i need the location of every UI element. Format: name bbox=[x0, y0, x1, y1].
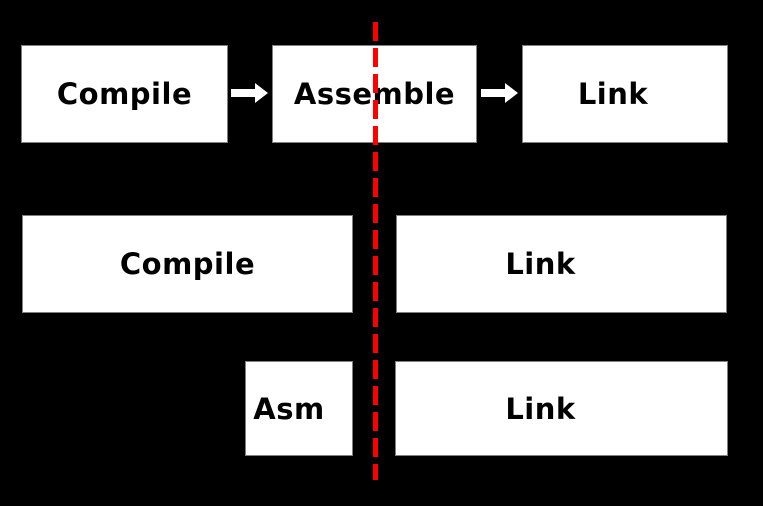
top-compile-box: Compile bbox=[21, 45, 228, 143]
middle-compile-label: Compile bbox=[119, 247, 256, 281]
middle-link-label: Link bbox=[505, 247, 576, 281]
right-arrow-icon bbox=[481, 83, 518, 103]
middle-compile-box: Compile bbox=[22, 215, 353, 313]
middle-link-box: Link bbox=[396, 215, 727, 313]
bottom-link-label: Link bbox=[505, 391, 576, 426]
right-arrow-icon bbox=[231, 83, 268, 103]
top-link-box: Link bbox=[522, 45, 728, 143]
bottom-asm-box: Asm bbox=[245, 361, 353, 456]
phase-divider-dashed-line bbox=[373, 22, 378, 480]
top-compile-label: Compile bbox=[56, 77, 193, 111]
top-link-label: Link bbox=[577, 77, 649, 111]
bottom-link-box: Link bbox=[395, 361, 728, 456]
bottom-asm-label: Asm bbox=[253, 391, 325, 426]
